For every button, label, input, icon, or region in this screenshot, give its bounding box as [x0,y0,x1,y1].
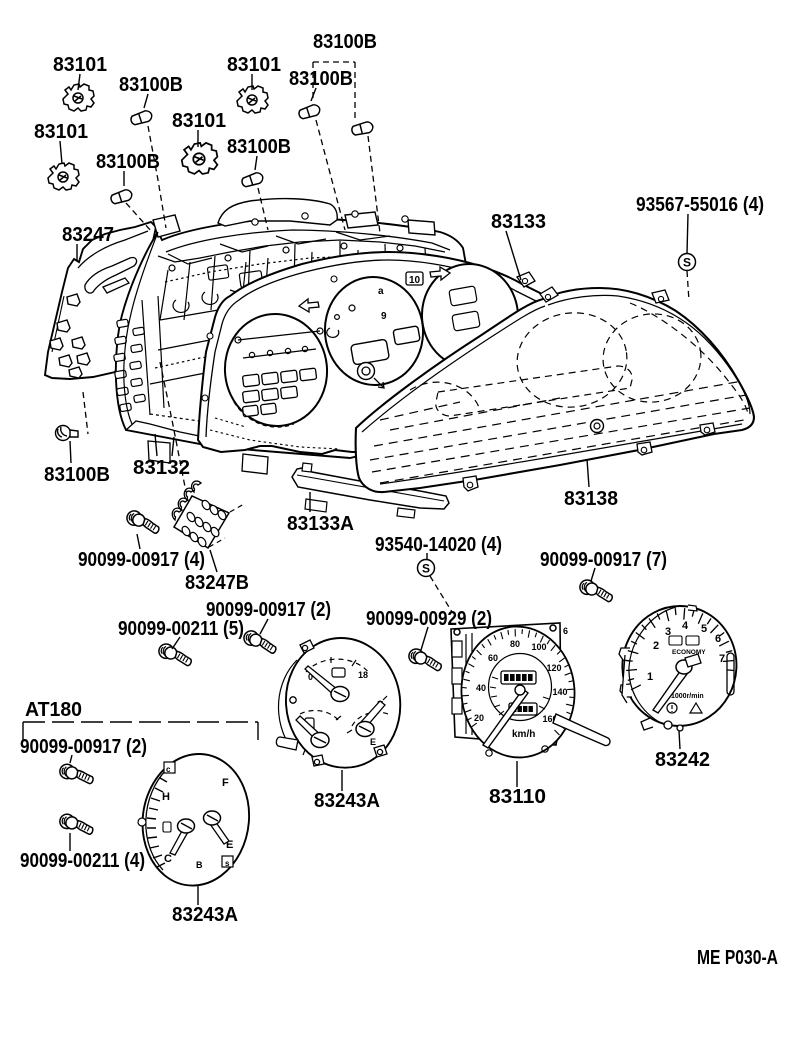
svg-text:83247: 83247 [62,223,114,246]
svg-text:90099-00929 (2): 90099-00929 (2) [366,607,492,630]
svg-text:93567-55016 (4): 93567-55016 (4) [636,193,764,216]
svg-text:0: 0 [308,672,313,682]
svg-text:83138: 83138 [564,487,618,510]
svg-text:a: a [378,286,384,297]
svg-text:km/h: km/h [512,729,535,740]
svg-text:83100B: 83100B [313,30,377,53]
svg-text:90099-00211 (5): 90099-00211 (5) [118,617,244,640]
svg-text:3: 3 [665,626,671,638]
svg-text:E: E [226,839,233,851]
svg-text:83243A: 83243A [172,903,238,926]
svg-text:83100B: 83100B [96,150,160,173]
svg-text:83100B: 83100B [227,135,291,158]
svg-text:90099-00917 (2): 90099-00917 (2) [206,598,331,621]
svg-text:83243A: 83243A [314,789,380,812]
svg-text:1: 1 [647,671,653,683]
svg-text:18: 18 [358,670,368,680]
svg-text:20: 20 [474,713,484,723]
svg-text:E: E [370,737,376,747]
svg-text:83133: 83133 [491,210,546,233]
svg-text:F: F [222,777,229,789]
svg-text:93540-14020 (4): 93540-14020 (4) [375,533,502,556]
svg-text:83242: 83242 [655,748,710,771]
svg-text:2: 2 [653,640,659,652]
svg-text:1000r/min: 1000r/min [671,693,704,700]
svg-text:10: 10 [409,275,421,286]
svg-text:83101: 83101 [53,53,107,76]
svg-text:83101: 83101 [227,53,281,76]
svg-text:90099-00917 (7): 90099-00917 (7) [540,548,667,571]
svg-text:C: C [164,853,172,865]
svg-text:83133A: 83133A [287,512,354,535]
svg-text:83100B: 83100B [44,463,110,486]
svg-text:s: s [225,859,230,868]
svg-text:6: 6 [563,626,568,636]
svg-text:80: 80 [510,639,520,649]
svg-text:83101: 83101 [34,120,88,143]
svg-text:c: c [166,765,171,774]
svg-text:120: 120 [546,663,561,673]
svg-text:83247B: 83247B [185,571,249,594]
svg-text:B: B [196,860,203,870]
svg-text:90099-00917 (4): 90099-00917 (4) [78,548,205,571]
svg-text:40: 40 [476,683,486,693]
svg-text:60: 60 [488,653,498,663]
svg-text:83100B: 83100B [119,73,183,96]
svg-text:AT180: AT180 [25,698,82,721]
svg-text:83101: 83101 [172,109,226,132]
svg-text:9: 9 [381,311,387,322]
svg-text:140: 140 [552,687,567,697]
svg-text:100: 100 [531,642,546,652]
svg-text:7: 7 [719,653,725,665]
svg-text:90099-00211 (4): 90099-00211 (4) [20,849,145,872]
svg-text:90099-00917 (2): 90099-00917 (2) [20,735,147,758]
svg-text:83110: 83110 [489,785,546,808]
svg-text:5: 5 [701,623,707,635]
svg-text:83100B: 83100B [289,67,353,90]
svg-text:4: 4 [682,620,689,632]
svg-text:ME P030-A: ME P030-A [697,946,778,969]
svg-text:ECONOMY: ECONOMY [672,649,706,656]
svg-text:H: H [162,791,170,803]
svg-text:83132: 83132 [133,456,190,479]
svg-text:160: 160 [542,714,557,724]
svg-text:6: 6 [715,633,721,645]
